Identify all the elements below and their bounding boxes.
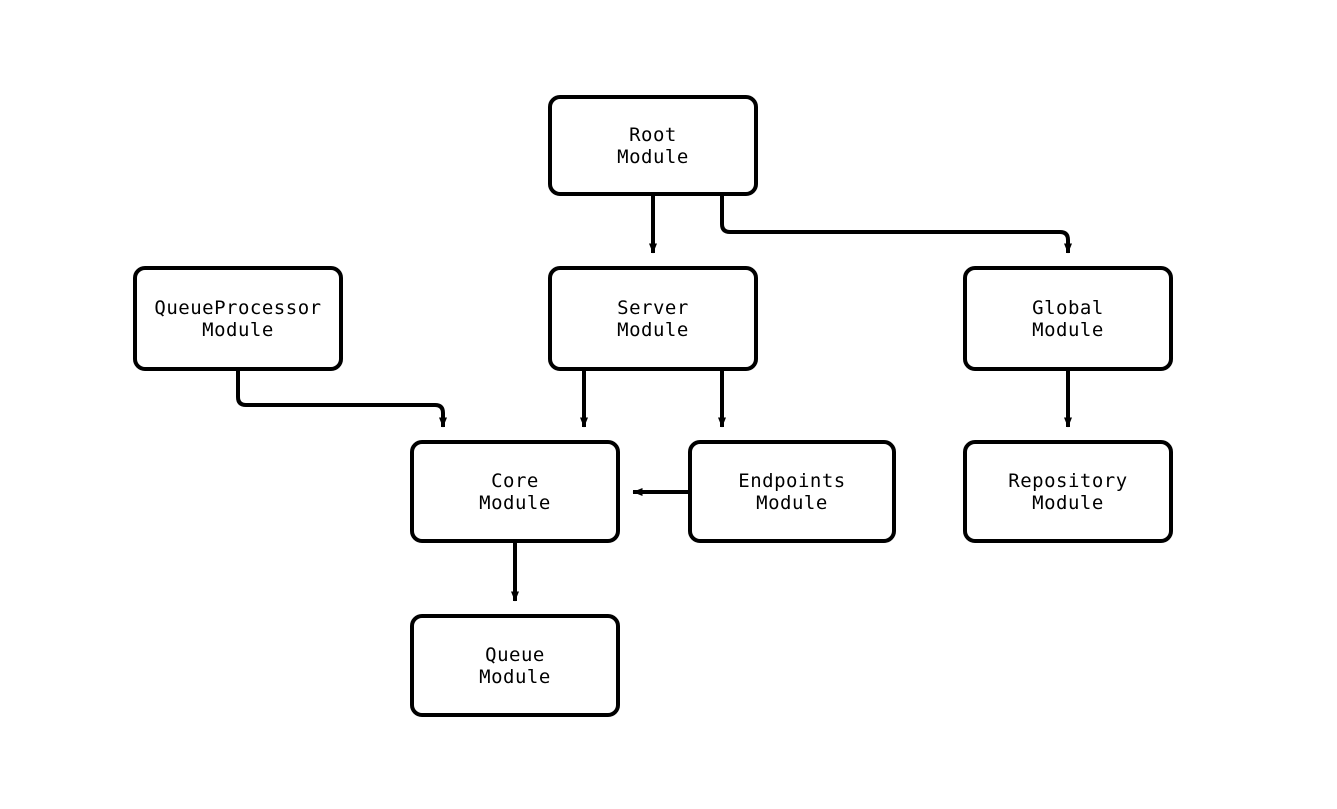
node-queueprocessor[interactable]: QueueProcessor Module	[133, 266, 343, 371]
node-global[interactable]: Global Module	[963, 266, 1173, 371]
node-endpoints-line2: Module	[756, 491, 828, 514]
node-root[interactable]: Root Module	[548, 95, 758, 196]
node-server[interactable]: Server Module	[548, 266, 758, 371]
node-core-line2: Module	[479, 491, 551, 514]
node-endpoints[interactable]: Endpoints Module	[688, 440, 896, 543]
node-core-line1: Core	[491, 469, 539, 492]
node-repository-line2: Module	[1032, 491, 1104, 514]
node-repository[interactable]: Repository Module	[963, 440, 1173, 543]
node-queueprocessor-line2: Module	[202, 318, 274, 341]
node-global-line1: Global	[1032, 296, 1104, 319]
node-queue-line1: Queue	[485, 643, 545, 666]
node-repository-line1: Repository	[1008, 469, 1128, 492]
node-server-line1: Server	[617, 296, 689, 319]
node-core[interactable]: Core Module	[410, 440, 620, 543]
node-endpoints-line1: Endpoints	[738, 469, 846, 492]
node-queue-line2: Module	[479, 665, 551, 688]
node-root-line2: Module	[617, 145, 689, 168]
node-queueprocessor-line1: QueueProcessor	[154, 296, 322, 319]
node-server-line2: Module	[617, 318, 689, 341]
node-queue[interactable]: Queue Module	[410, 614, 620, 717]
node-root-line1: Root	[629, 123, 677, 146]
node-global-line2: Module	[1032, 318, 1104, 341]
edge-root-to-global	[720, 196, 1072, 254]
edge-queueprocessor-to-core	[236, 371, 447, 428]
